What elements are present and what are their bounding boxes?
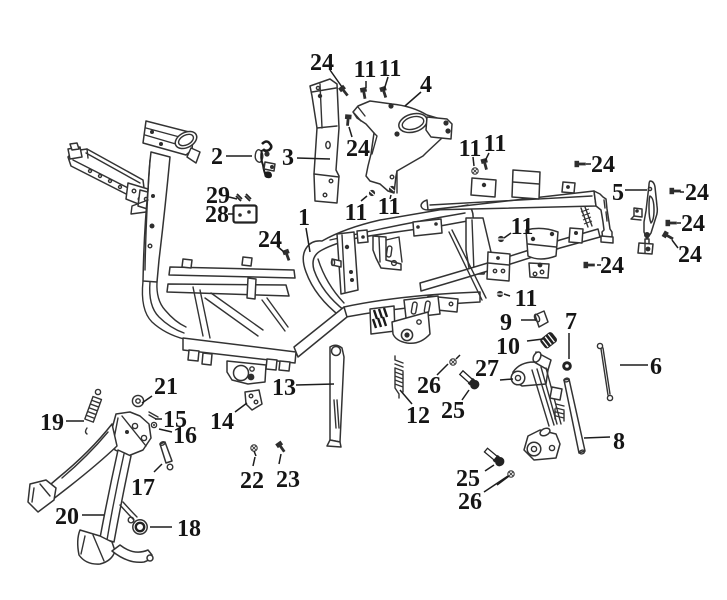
svg-text:5: 5 (612, 180, 624, 206)
svg-text:24: 24 (685, 180, 709, 206)
svg-text:17: 17 (131, 475, 155, 501)
svg-text:24: 24 (591, 152, 615, 178)
svg-text:1: 1 (298, 205, 310, 231)
svg-text:27: 27 (475, 356, 499, 382)
svg-text:26: 26 (458, 489, 482, 515)
svg-text:26: 26 (417, 373, 441, 399)
svg-text:10: 10 (496, 334, 520, 360)
svg-text:25: 25 (456, 466, 480, 492)
svg-text:8: 8 (613, 429, 625, 455)
svg-text:24: 24 (310, 50, 334, 76)
svg-text:11: 11 (354, 57, 377, 83)
svg-text:24: 24 (678, 242, 702, 268)
svg-text:22: 22 (240, 468, 264, 494)
svg-text:7: 7 (565, 309, 577, 335)
svg-text:3: 3 (282, 145, 294, 171)
svg-text:24: 24 (258, 227, 282, 253)
svg-text:11: 11 (484, 131, 507, 157)
svg-text:20: 20 (55, 504, 79, 530)
svg-text:11: 11 (345, 200, 368, 226)
svg-text:6: 6 (650, 354, 662, 380)
svg-text:11: 11 (378, 194, 401, 220)
svg-text:11: 11 (515, 286, 538, 312)
svg-text:11: 11 (459, 136, 482, 162)
svg-text:19: 19 (40, 410, 64, 436)
svg-text:16: 16 (173, 423, 197, 449)
svg-text:18: 18 (177, 516, 201, 542)
svg-text:15: 15 (163, 407, 187, 433)
svg-text:14: 14 (210, 409, 234, 435)
svg-text:24: 24 (681, 211, 705, 237)
svg-text:13: 13 (272, 375, 296, 401)
svg-text:4: 4 (420, 72, 432, 98)
svg-text:29: 29 (206, 183, 230, 209)
svg-text:11: 11 (511, 214, 534, 240)
svg-text:2: 2 (211, 144, 223, 170)
svg-text:25: 25 (441, 398, 465, 424)
svg-text:24: 24 (346, 136, 370, 162)
svg-text:9: 9 (500, 310, 512, 336)
svg-text:11: 11 (379, 56, 402, 82)
svg-text:28: 28 (205, 202, 229, 228)
svg-text:12: 12 (406, 403, 430, 429)
svg-text:23: 23 (276, 467, 300, 493)
svg-text:24: 24 (600, 253, 624, 279)
svg-text:21: 21 (154, 374, 178, 400)
